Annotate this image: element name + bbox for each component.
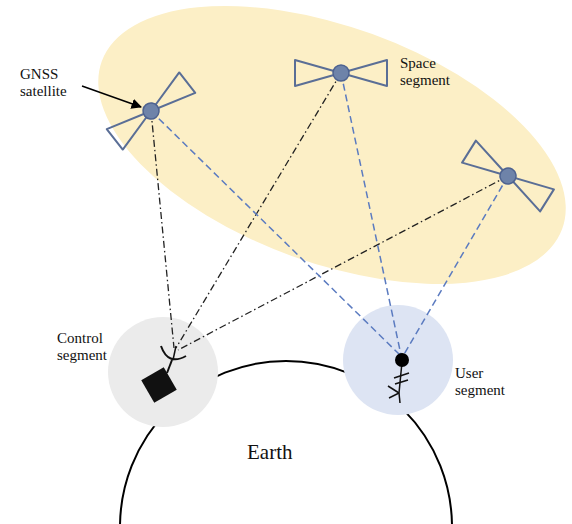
callout-label: GNSS satellite [20,66,67,101]
space-segment-region-outline [85,0,572,295]
user-segment-zone: User segment [343,305,453,415]
segment-label: Control segment [57,330,107,365]
segment-label: Earth [247,440,292,464]
segment-label: Space segment [400,55,450,90]
control-segment-zone-outline [108,317,218,427]
space-segment-region: Space segment [85,0,572,295]
control-segment-zone: Control segment [108,317,218,427]
segment-label: User segment [455,365,505,400]
user-segment-zone-outline [343,305,453,415]
earth-globe: Earth [119,360,453,524]
